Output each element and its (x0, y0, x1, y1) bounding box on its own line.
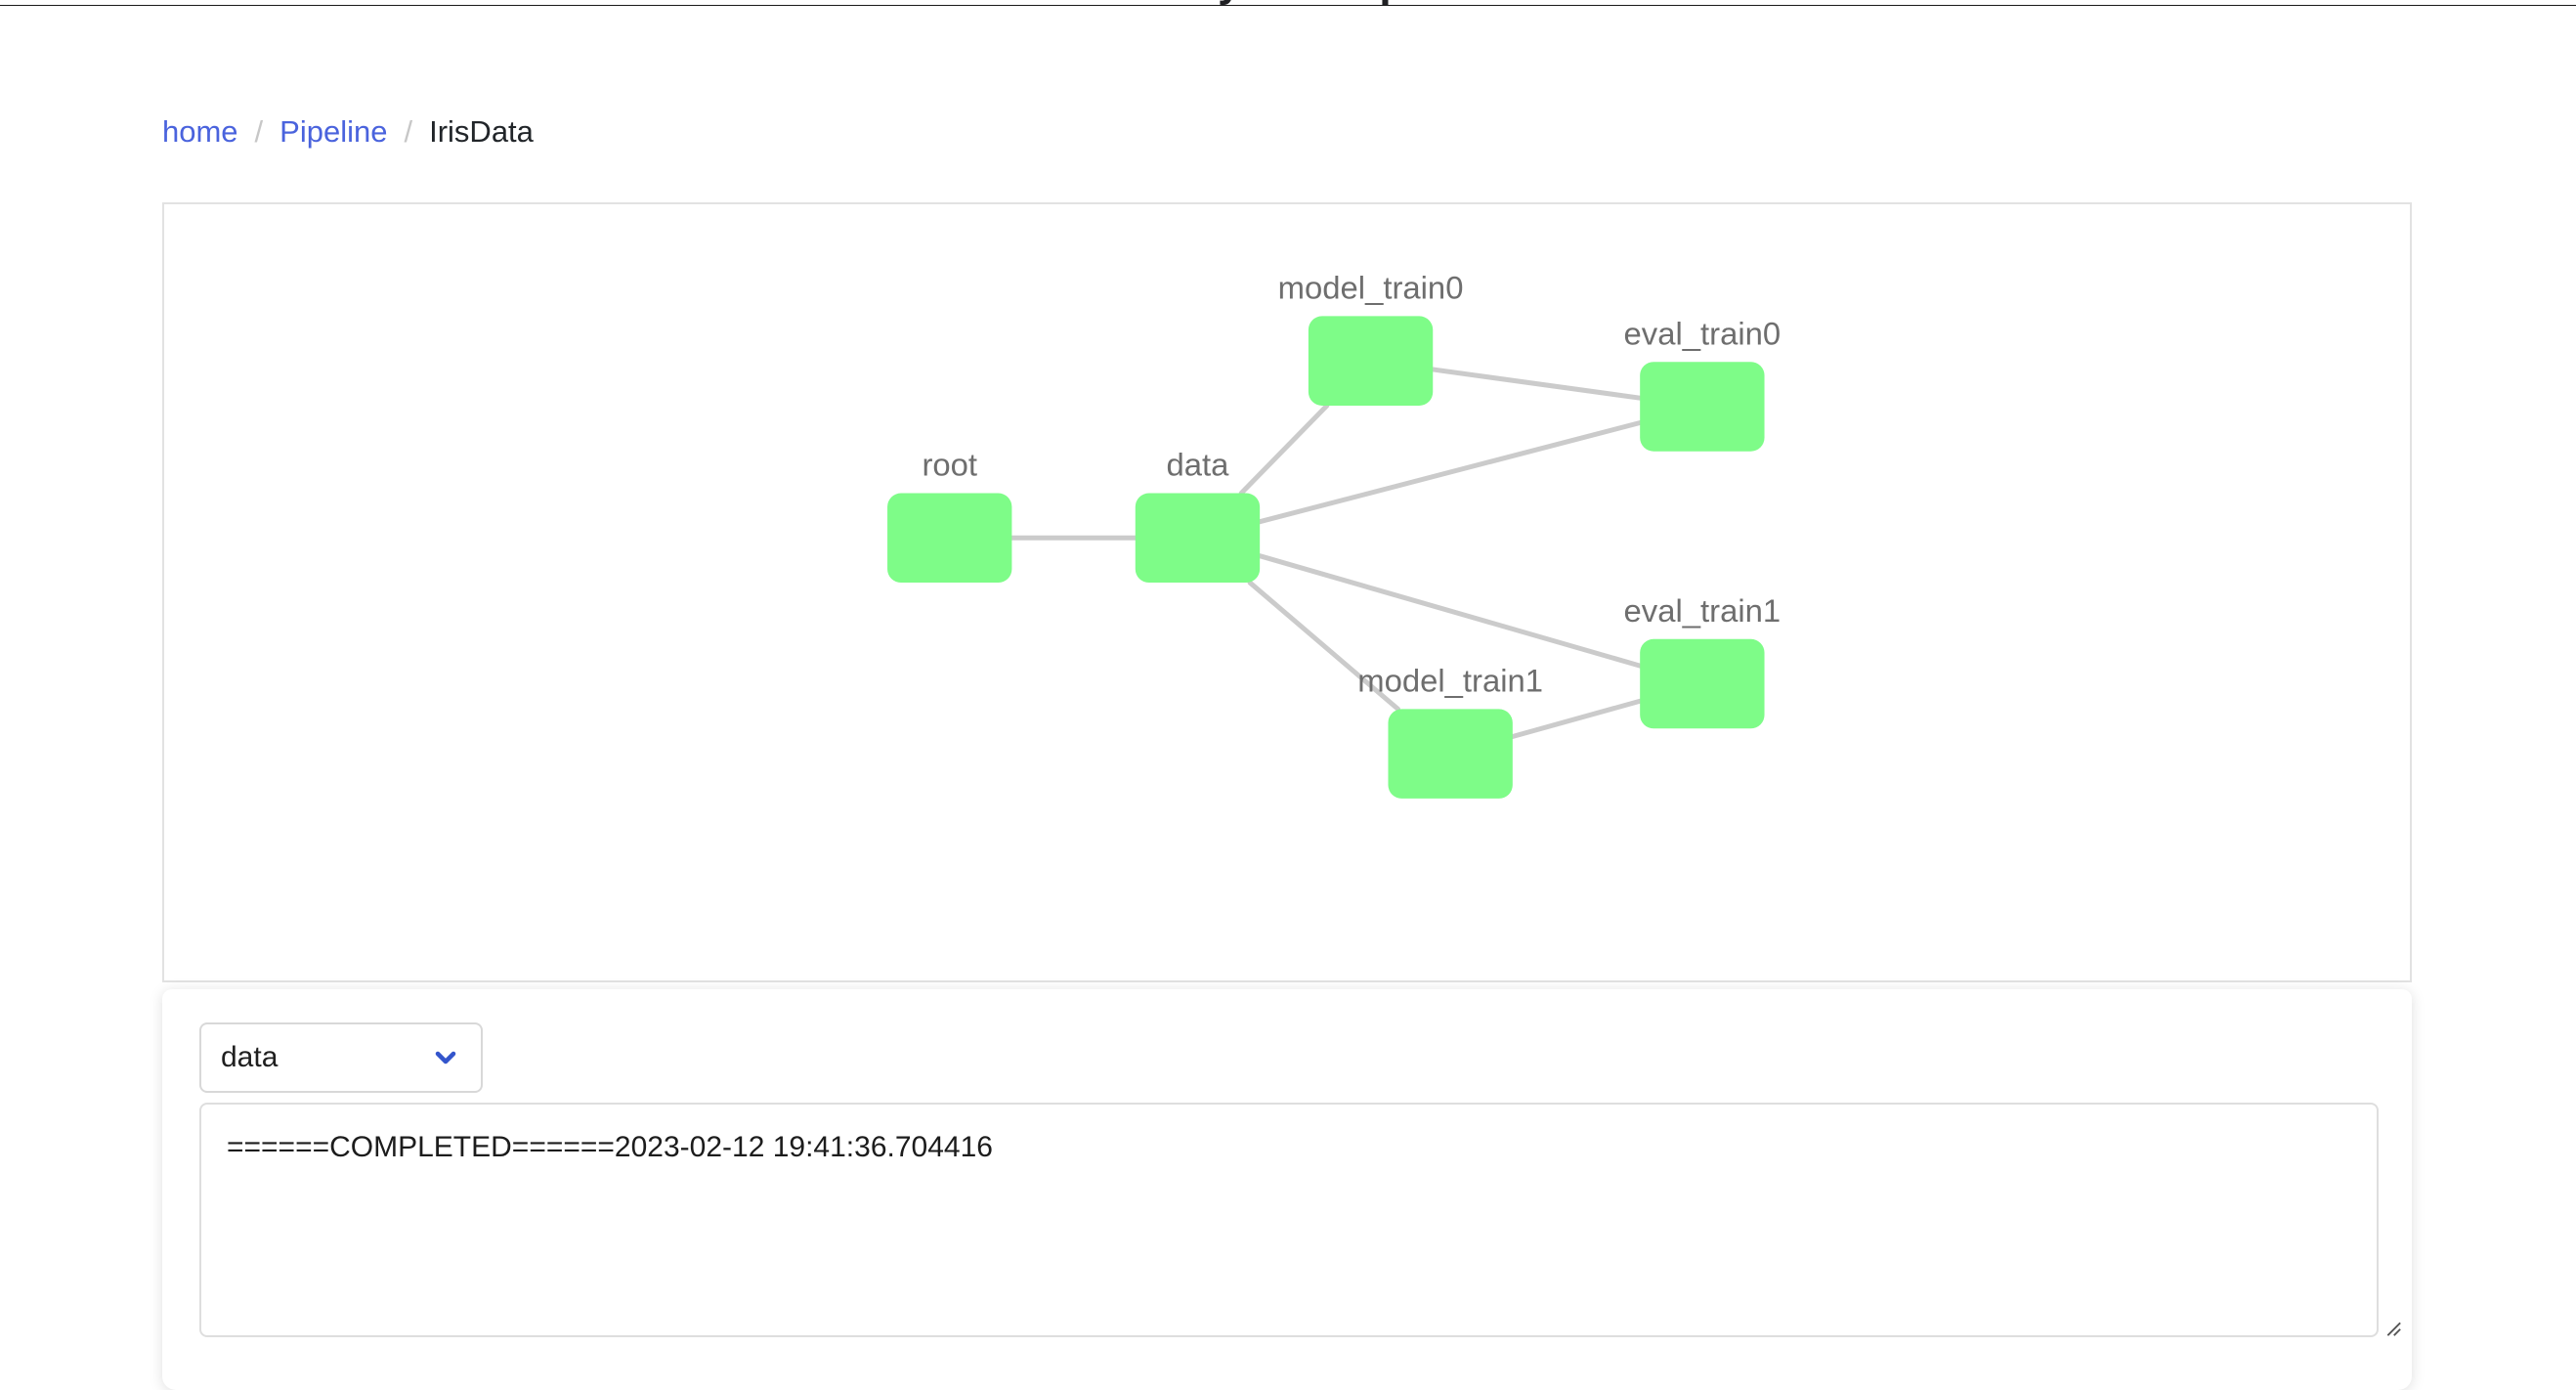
breadcrumb-item-home[interactable]: home (162, 114, 238, 149)
graph-node-label-model_train0: model_train0 (1278, 270, 1464, 306)
pipeline-graph[interactable]: root data model_train0 eval_train0 model_tra… (164, 204, 2410, 980)
resize-handle-icon (2386, 1322, 2401, 1336)
chevron-down-icon (435, 1051, 456, 1064)
graph-node-label-root: root (922, 447, 977, 483)
graph-node-label-eval_train0: eval_train0 (1624, 315, 1782, 351)
graph-edge-layer (1009, 367, 1643, 739)
node-select-value: data (221, 1041, 279, 1073)
breadcrumb-item-pipeline[interactable]: Pipeline (279, 114, 388, 149)
pipeline-detail-card: data (162, 989, 2412, 1390)
graph-node-layer: root data model_train0 eval_train0 model_tra… (887, 270, 1781, 799)
graph-node-eval_train1[interactable] (1640, 638, 1765, 729)
breadcrumb: home / Pipeline / IrisData (162, 112, 534, 152)
graph-edge-data-to-model_train0 (1238, 403, 1330, 496)
pipeline-graph-panel[interactable]: root data model_train0 eval_train0 model_tra… (162, 202, 2412, 982)
graph-edge-data-to-eval_train1 (1257, 553, 1643, 669)
breadcrumb-item-irisdata: IrisData (429, 114, 534, 149)
graph-node-label-eval_train1: eval_train1 (1624, 592, 1782, 629)
node-select-wrapper: data (199, 1022, 483, 1093)
graph-edge-model_train1-to-eval_train1 (1510, 698, 1643, 739)
breadcrumb-separator: / (404, 114, 413, 149)
graph-node-data[interactable] (1135, 493, 1261, 584)
node-select[interactable]: data (199, 1022, 483, 1093)
graph-edge-data-to-eval_train0 (1257, 420, 1643, 525)
log-textarea[interactable] (199, 1103, 2379, 1337)
graph-node-eval_train0[interactable] (1640, 362, 1765, 452)
graph-node-label-model_train1: model_train1 (1357, 662, 1543, 698)
graph-node-model_train1[interactable] (1388, 709, 1513, 799)
page-title: easyML2-Pipe (0, 0, 2576, 6)
graph-node-label-data: data (1167, 447, 1230, 483)
graph-edge-model_train0-to-eval_train0 (1430, 367, 1643, 401)
graph-edge-data-to-model_train1 (1247, 580, 1401, 712)
breadcrumb-separator: / (254, 114, 264, 149)
app-title-bar: easyML2-Pipe (0, 0, 2576, 6)
title-divider (0, 5, 2576, 6)
graph-node-root[interactable] (887, 493, 1012, 584)
graph-node-model_train0[interactable] (1308, 316, 1434, 406)
